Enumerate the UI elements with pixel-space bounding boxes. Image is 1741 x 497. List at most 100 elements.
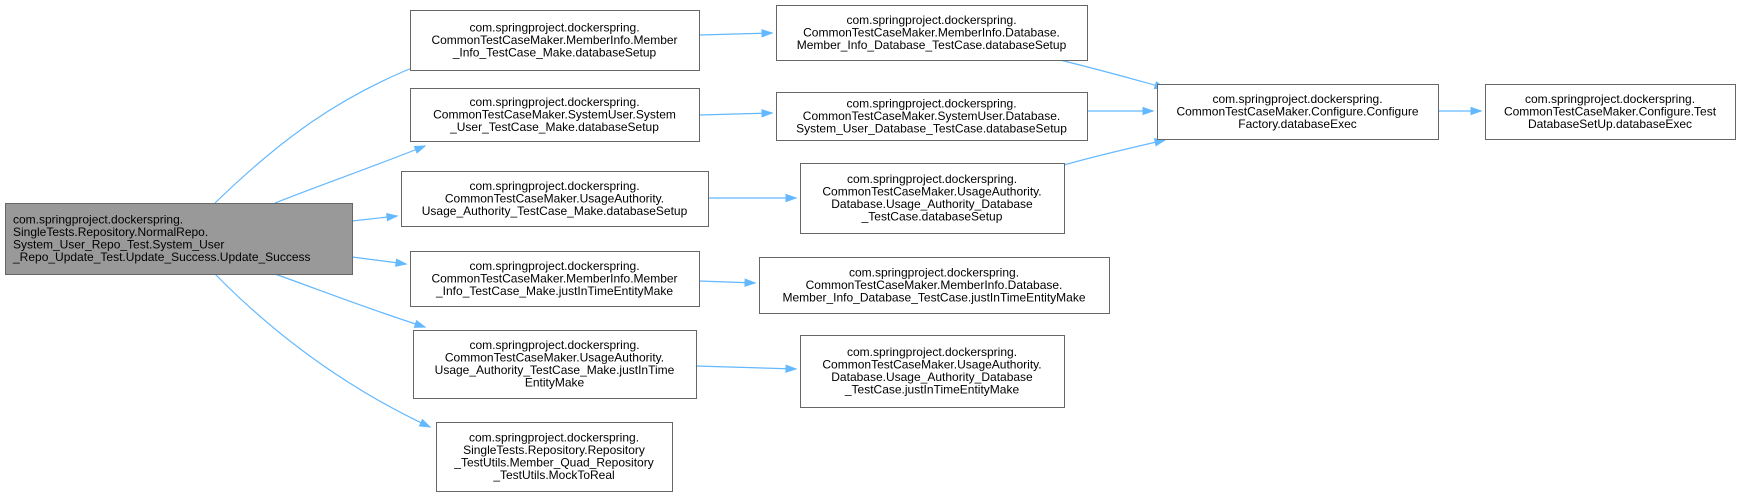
node-label-line: com.springproject.dockerspring. bbox=[1212, 92, 1382, 106]
edge-line bbox=[698, 112, 773, 116]
edge-n3-m3 bbox=[708, 193, 798, 203]
edge-root-n3 bbox=[351, 212, 399, 222]
node-box bbox=[759, 257, 1110, 314]
node-label-line: CommonTestCaseMaker.UsageAuthority. bbox=[822, 358, 1041, 372]
node-label-line: Factory.databaseExec bbox=[1238, 117, 1357, 131]
node-label-line: SingleTests.Repository.Repository bbox=[463, 443, 645, 457]
node-label-line: Usage_Authority_TestCase_Make.justInTime bbox=[435, 363, 675, 377]
node-label-line: com.springproject.dockerspring. bbox=[847, 172, 1017, 186]
arrowhead-icon bbox=[761, 29, 774, 38]
node-label-line: CommonTestCaseMaker.UsageAuthority. bbox=[822, 185, 1041, 199]
node-label-line: Database.Usage_Authority_Database bbox=[831, 370, 1033, 384]
node-label-line: com.springproject.dockerspring. bbox=[846, 13, 1016, 27]
node-label-line: _Info_TestCase_Make.justInTimeEntityMake bbox=[435, 284, 673, 298]
arrowhead-icon bbox=[785, 364, 798, 373]
graph-node-n4[interactable]: com.springproject.dockerspring.CommonTes… bbox=[410, 251, 700, 307]
arrowhead-icon bbox=[744, 278, 757, 287]
graph-node-n2[interactable]: com.springproject.dockerspring.CommonTes… bbox=[410, 88, 700, 142]
graph-node-n1[interactable]: com.springproject.dockerspring.CommonTes… bbox=[410, 10, 700, 71]
graph-node-m5[interactable]: com.springproject.dockerspring.CommonTes… bbox=[800, 335, 1065, 408]
node-label-line: CommonTestCaseMaker.Configure.Configure bbox=[1176, 104, 1418, 118]
arrowhead-icon bbox=[1142, 106, 1155, 116]
edge-line bbox=[698, 32, 773, 36]
node-box bbox=[776, 92, 1088, 141]
node-label-line: com.springproject.dockerspring. bbox=[469, 431, 639, 445]
arrowhead-icon bbox=[785, 193, 798, 203]
graph-node-m2[interactable]: com.springproject.dockerspring.CommonTes… bbox=[776, 92, 1088, 141]
edge-line bbox=[695, 365, 797, 370]
graph-node-m1[interactable]: com.springproject.dockerspring.CommonTes… bbox=[776, 5, 1088, 61]
node-label-line: Member_Info_Database_TestCase.databaseSe… bbox=[797, 38, 1067, 52]
edge-n5-m5 bbox=[695, 364, 798, 373]
graph-node-c2[interactable]: com.springproject.dockerspring.CommonTes… bbox=[1485, 84, 1736, 140]
edges-layer bbox=[214, 29, 1483, 428]
arrowhead-icon bbox=[413, 145, 427, 154]
node-box bbox=[410, 10, 700, 71]
edge-line bbox=[214, 273, 431, 428]
node-label-line: com.springproject.dockerspring. bbox=[469, 20, 639, 34]
node-label-line: com.springproject.dockerspring. bbox=[1525, 92, 1695, 106]
node-label-line: CommonTestCaseMaker.MemberInfo.Member bbox=[431, 271, 677, 285]
node-label-line: com.springproject.dockerspring. bbox=[469, 259, 639, 273]
node-label-line: CommonTestCaseMaker.UsageAuthority. bbox=[445, 191, 664, 205]
node-label-line: com.springproject.dockerspring. bbox=[469, 338, 639, 352]
edge-root-n1 bbox=[214, 61, 429, 204]
graph-node-n6[interactable]: com.springproject.dockerspring.SingleTes… bbox=[436, 422, 673, 492]
node-label-line: CommonTestCaseMaker.SystemUser.Database. bbox=[803, 109, 1060, 123]
edge-root-n4 bbox=[351, 256, 408, 267]
edge-m2-c1 bbox=[1087, 106, 1155, 116]
graph-node-m4[interactable]: com.springproject.dockerspring.CommonTes… bbox=[759, 257, 1110, 314]
edge-root-n6 bbox=[214, 273, 432, 428]
node-box bbox=[5, 203, 353, 275]
graph-node-m3[interactable]: com.springproject.dockerspring.CommonTes… bbox=[800, 163, 1065, 234]
node-box bbox=[1157, 84, 1439, 140]
arrowhead-icon bbox=[413, 319, 427, 328]
node-label-line: _TestCase.justInTimeEntityMake bbox=[844, 383, 1020, 397]
node-label-line: _TestUtils.MockToReal bbox=[492, 468, 614, 482]
node-box bbox=[776, 5, 1088, 61]
node-label-line: CommonTestCaseMaker.MemberInfo.Database. bbox=[806, 278, 1063, 292]
node-label-line: DatabaseSetUp.databaseExec bbox=[1528, 117, 1692, 131]
graph-node-n5[interactable]: com.springproject.dockerspring.CommonTes… bbox=[413, 330, 697, 399]
node-label-line: EntityMake bbox=[525, 376, 585, 390]
node-label-line: CommonTestCaseMaker.UsageAuthority. bbox=[445, 351, 664, 365]
node-label-line: _TestUtils.Member_Quad_Repository bbox=[453, 456, 653, 470]
edge-line bbox=[1059, 59, 1166, 89]
node-box bbox=[436, 422, 673, 492]
node-label-line: Database.Usage_Authority_Database bbox=[831, 197, 1033, 211]
arrowhead-icon bbox=[418, 418, 432, 428]
node-label-line: Usage_Authority_TestCase_Make.databaseSe… bbox=[422, 204, 688, 218]
edge-root-n5 bbox=[274, 273, 427, 328]
edge-line bbox=[214, 61, 428, 204]
edge-n2-m2 bbox=[698, 109, 774, 118]
node-box bbox=[410, 251, 700, 307]
node-label-line: com.springproject.dockerspring. bbox=[13, 213, 183, 227]
node-label-line: CommonTestCaseMaker.MemberInfo.Database. bbox=[803, 25, 1060, 39]
edge-n4-m4 bbox=[698, 278, 757, 287]
node-box bbox=[413, 330, 697, 399]
node-label-line: System_User_Repo_Test.System_User bbox=[13, 238, 224, 252]
node-box bbox=[800, 163, 1065, 234]
node-label-line: Member_Info_Database_TestCase.justInTime… bbox=[782, 290, 1085, 304]
node-label-line: CommonTestCaseMaker.SystemUser.System bbox=[433, 107, 676, 121]
edge-m3-c1 bbox=[1063, 138, 1167, 166]
node-label-line: _TestCase.databaseSetup bbox=[861, 210, 1003, 224]
node-label-line: com.springproject.dockerspring. bbox=[469, 95, 639, 109]
node-label-line: com.springproject.dockerspring. bbox=[469, 179, 639, 193]
arrowhead-icon bbox=[1470, 106, 1483, 116]
node-label-line: CommonTestCaseMaker.MemberInfo.Member bbox=[431, 33, 677, 47]
edge-root-n2 bbox=[274, 145, 427, 204]
node-label-line: CommonTestCaseMaker.Configure.Test bbox=[1504, 104, 1717, 118]
edge-m1-c1 bbox=[1059, 59, 1167, 90]
node-label-line: com.springproject.dockerspring. bbox=[846, 96, 1016, 110]
node-label-line: System_User_Database_TestCase.databaseSe… bbox=[796, 121, 1067, 135]
node-box bbox=[401, 171, 709, 227]
graph-node-n3[interactable]: com.springproject.dockerspring.CommonTes… bbox=[401, 171, 709, 227]
node-label-line: _User_TestCase_Make.databaseSetup bbox=[449, 120, 659, 134]
node-label-line: SingleTests.Repository.NormalRepo. bbox=[13, 225, 208, 239]
edge-n1-m1 bbox=[698, 29, 774, 38]
edge-c1-c2 bbox=[1438, 106, 1483, 116]
graph-node-c1[interactable]: com.springproject.dockerspring.CommonTes… bbox=[1157, 84, 1439, 140]
node-box bbox=[410, 88, 700, 142]
graph-node-root[interactable]: com.springproject.dockerspring.SingleTes… bbox=[5, 203, 353, 275]
